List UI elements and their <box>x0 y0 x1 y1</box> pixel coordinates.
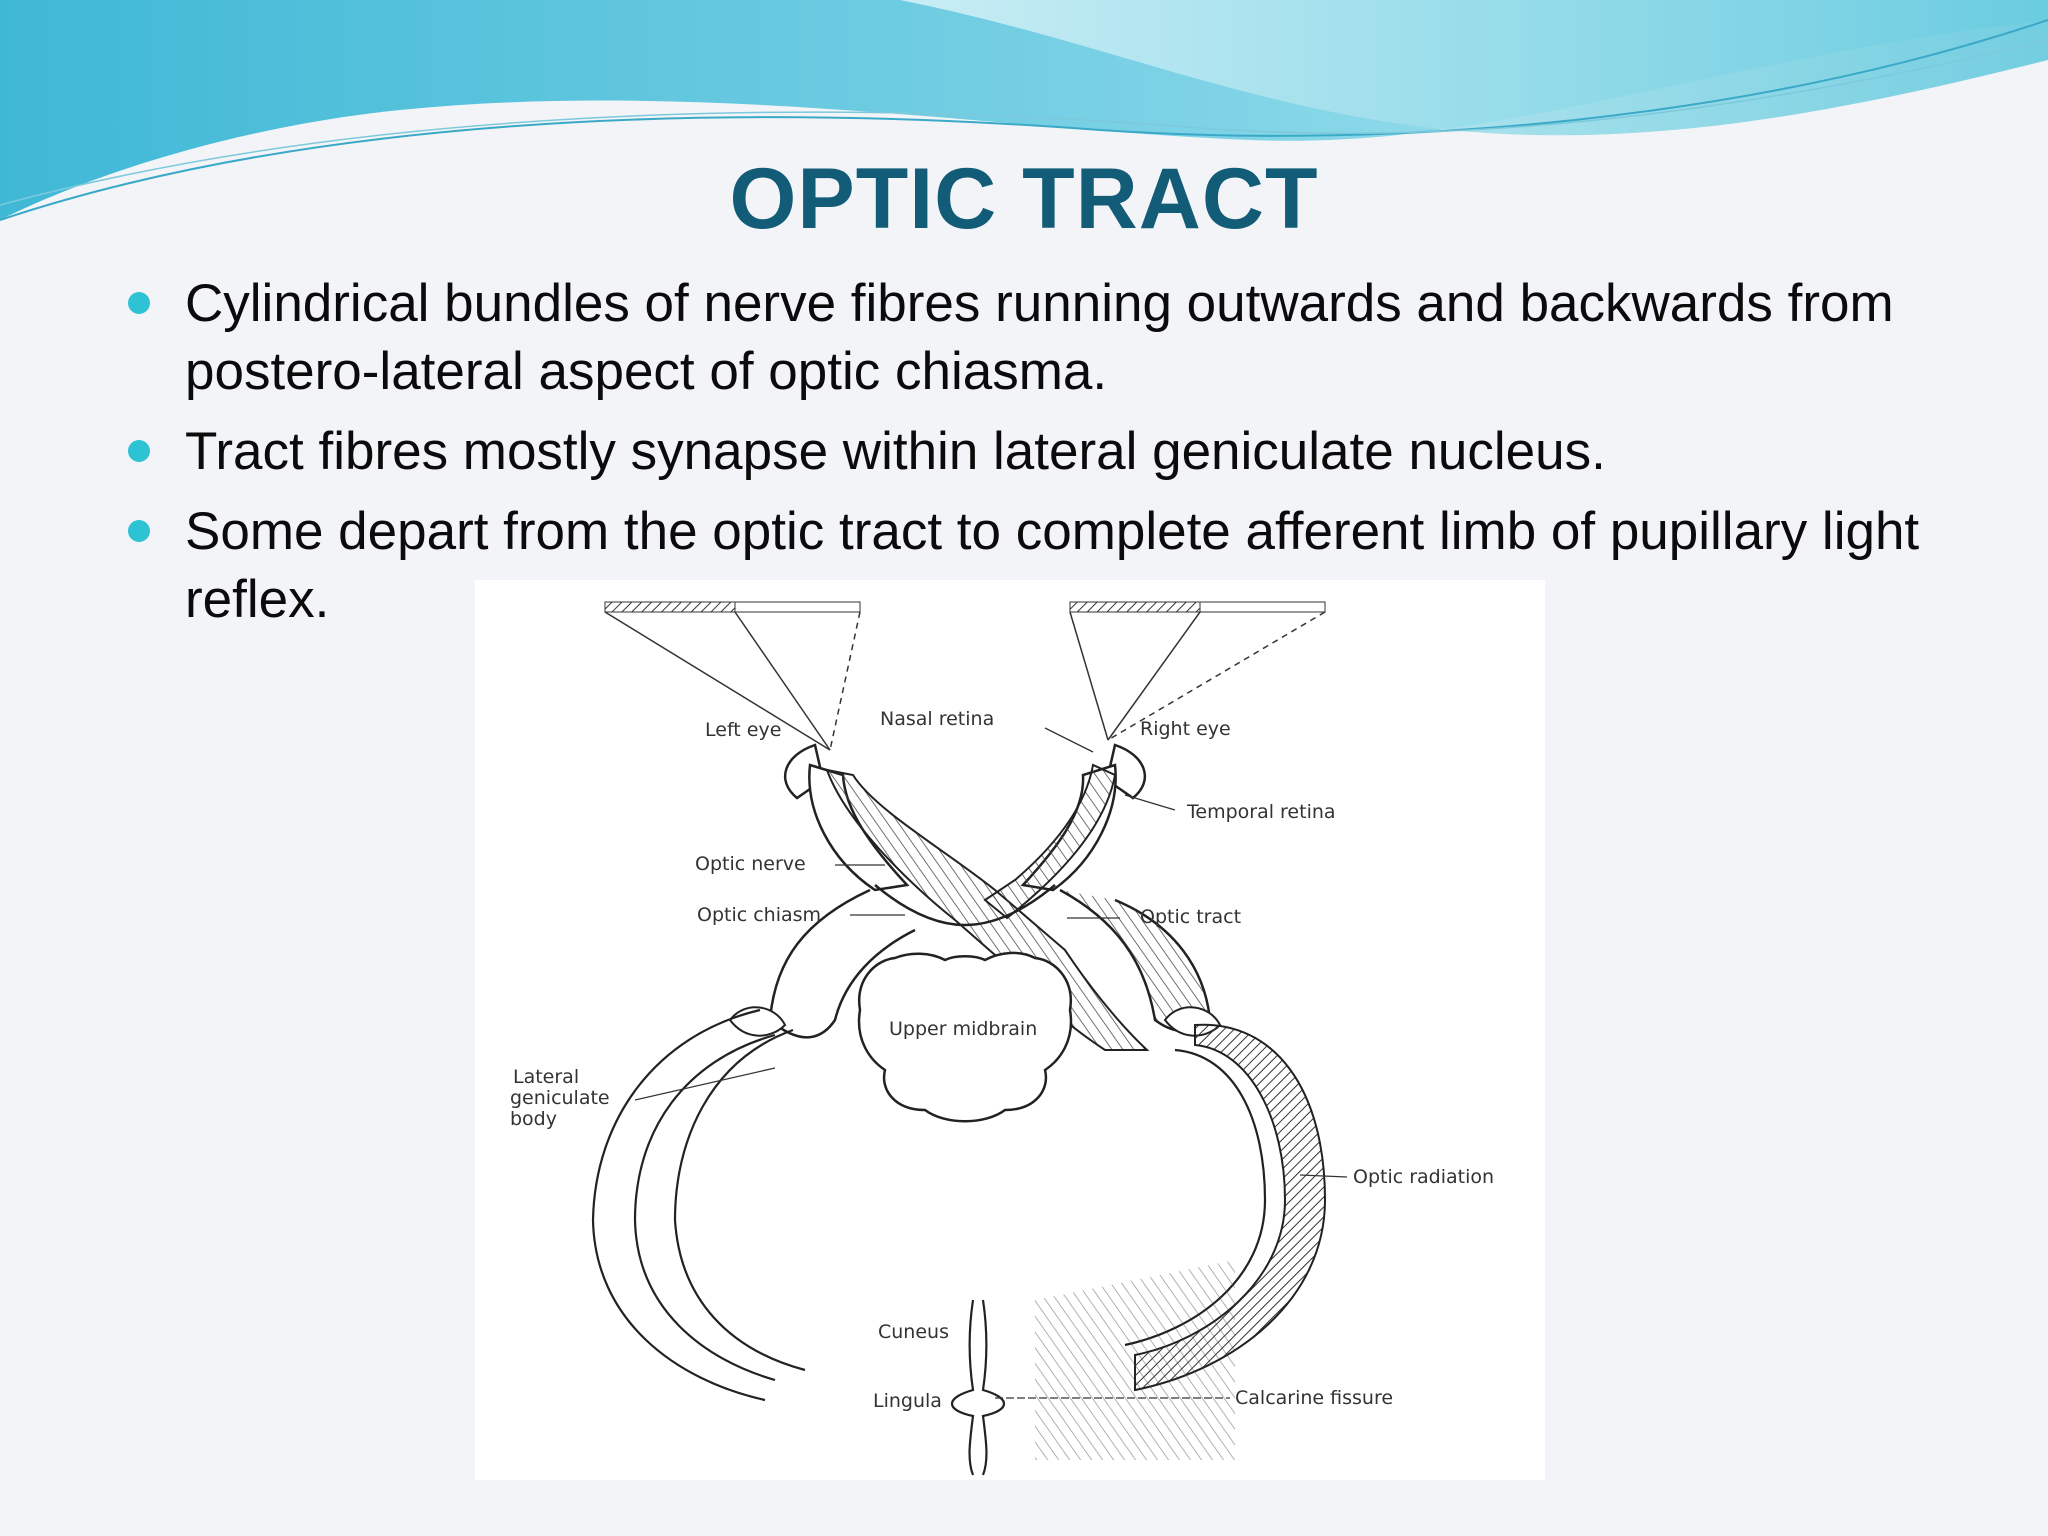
bullet-item: Cylindrical bundles of nerve fibres runn… <box>125 270 1985 406</box>
bullet-text: Cylindrical bundles of nerve fibres runn… <box>185 274 1894 401</box>
left-optic-tract <box>768 888 916 1039</box>
left-optic-radiation <box>591 1008 806 1402</box>
leader-lines <box>634 727 1348 1399</box>
bullet-text: Tract fibres mostly synapse within later… <box>185 422 1606 481</box>
upper-midbrain <box>857 951 1073 1123</box>
label-temporal-retina: Temporal retina <box>1186 801 1336 823</box>
label-lateral-geniculate: geniculate <box>510 1087 610 1109</box>
bullet-dot-icon <box>128 292 150 314</box>
label-calcarine-fissure: Calcarine fissure <box>1235 1387 1393 1409</box>
left-visual-field <box>604 601 861 613</box>
visual-pathway-diagram: Left eye Nasal retina Right eye Temporal… <box>475 580 1545 1480</box>
label-nasal-retina: Nasal retina <box>880 708 994 730</box>
label-optic-chiasm: Optic chiasm <box>697 904 821 926</box>
slide-title: OPTIC TRACT <box>729 151 1319 247</box>
label-optic-radiation: Optic radiation <box>1353 1166 1494 1188</box>
label-lingula: Lingula <box>873 1390 942 1412</box>
calcarine-fissure <box>951 1299 1005 1476</box>
bullet-item: Tract fibres mostly synapse within later… <box>125 418 1985 486</box>
bullet-list: Cylindrical bundles of nerve fibres runn… <box>125 270 1985 646</box>
projection-lines <box>604 611 1326 751</box>
bullet-dot-icon <box>128 440 150 462</box>
right-visual-cortex-hatch <box>1035 1260 1235 1460</box>
bullet-text: Some depart from the optic tract to comp… <box>185 502 1920 629</box>
label-right-eye: Right eye <box>1140 718 1231 740</box>
bullet-dot-icon <box>128 520 150 542</box>
uncrossed-fibres <box>983 763 1117 920</box>
label-lateral-geniculate: body <box>510 1108 557 1130</box>
optic-chiasm <box>874 884 1056 927</box>
label-cuneus: Cuneus <box>878 1321 949 1343</box>
right-visual-field <box>1069 601 1326 613</box>
label-upper-midbrain: Upper midbrain <box>889 1018 1037 1040</box>
header-wave-decoration <box>0 0 2048 221</box>
label-left-eye: Left eye <box>705 719 781 741</box>
label-optic-tract: Optic tract <box>1140 906 1241 928</box>
label-lateral-geniculate: Lateral <box>513 1066 579 1088</box>
label-optic-nerve: Optic nerve <box>695 853 806 875</box>
bullet-item: Some depart from the optic tract to comp… <box>125 498 1985 634</box>
